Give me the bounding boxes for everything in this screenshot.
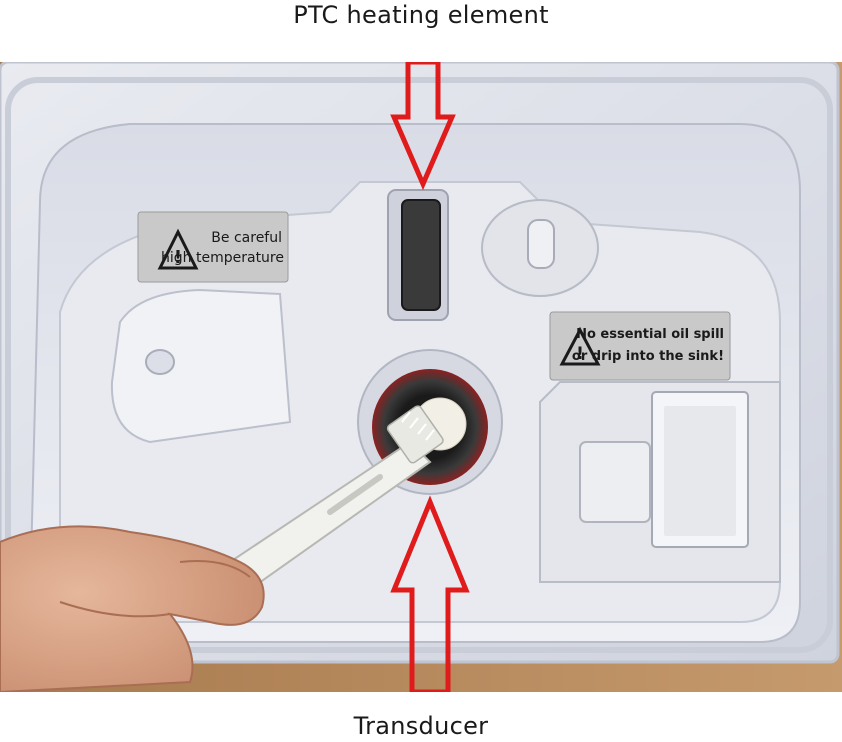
caption-transducer: Transducer bbox=[353, 712, 489, 740]
warning-triangle-icon bbox=[559, 326, 601, 366]
svg-text:!: ! bbox=[576, 344, 584, 364]
arrow-down-icon bbox=[390, 62, 456, 191]
warning-triangle-icon bbox=[157, 228, 199, 270]
warning-right-line1: No essential oil spill bbox=[576, 327, 724, 342]
warning-left-line1: Be careful bbox=[211, 230, 282, 246]
arrow-up-icon bbox=[390, 495, 470, 692]
svg-text:!: ! bbox=[174, 247, 182, 268]
humidifier-tray-photo: ! Be careful high temperature ! No essen… bbox=[0, 62, 842, 692]
left-post bbox=[145, 349, 175, 375]
ptc-heating-element bbox=[401, 199, 441, 311]
hand bbox=[0, 525, 265, 692]
left-platform bbox=[110, 288, 292, 444]
filter-media bbox=[664, 406, 736, 536]
tray-rim bbox=[5, 77, 833, 653]
caption-ptc-heating-element: PTC heating element bbox=[293, 1, 549, 29]
filter-clip bbox=[579, 441, 651, 523]
warning-left-line2: high temperature bbox=[161, 250, 284, 266]
right-post bbox=[527, 219, 555, 269]
warning-label-left: ! Be careful high temperature bbox=[137, 211, 289, 283]
warning-label-right: ! No essential oil spill or drip into th… bbox=[549, 311, 731, 381]
warning-right-line2: or drip into the sink! bbox=[572, 349, 724, 364]
